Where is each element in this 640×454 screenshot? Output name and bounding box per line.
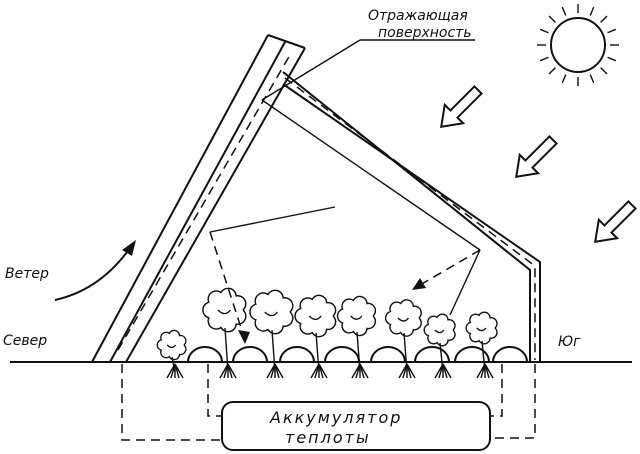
wind-label: Ветер bbox=[5, 266, 49, 282]
north-label: Север bbox=[3, 333, 47, 349]
reflective-surface-label: Отражающая bbox=[368, 8, 468, 24]
plants bbox=[156, 287, 528, 379]
plant-icon bbox=[465, 311, 498, 379]
sunlight-arrows bbox=[440, 85, 637, 243]
wind-arrow-icon bbox=[54, 240, 136, 301]
reflective-panel bbox=[91, 34, 306, 363]
accumulator-label-2: теплоты bbox=[285, 428, 371, 447]
plant-icon bbox=[384, 299, 422, 379]
heat-accumulator-box bbox=[221, 401, 491, 451]
sun-ray-arrow-icon bbox=[594, 200, 637, 243]
sun-ray-arrow-icon bbox=[440, 85, 483, 128]
plant-icon bbox=[156, 329, 187, 379]
pipe-connections bbox=[121, 364, 536, 441]
plant-icon bbox=[294, 294, 337, 379]
plant-icon bbox=[202, 287, 247, 379]
label-leader bbox=[261, 39, 361, 101]
sun-ray-arrow-icon bbox=[515, 135, 558, 178]
reflective-surface-label-2: поверхность bbox=[378, 25, 472, 41]
sun-icon bbox=[537, 4, 619, 86]
south-label: Юг bbox=[558, 334, 581, 350]
accumulator-label: Аккумулятор bbox=[269, 408, 402, 427]
plant-icon bbox=[249, 289, 294, 379]
plant-icon bbox=[336, 295, 377, 379]
plant-icon bbox=[423, 313, 456, 379]
reflected-rays bbox=[209, 99, 481, 344]
greenhouse-roof bbox=[282, 71, 541, 362]
